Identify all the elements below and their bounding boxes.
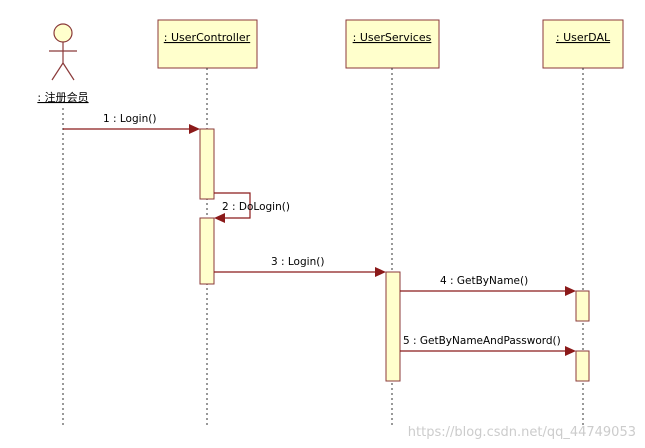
object-box <box>542 19 624 69</box>
object-box <box>345 19 440 69</box>
message-label: 3 : Login() <box>271 256 324 268</box>
actor-member: : 注册会员 <box>37 23 89 104</box>
actor-label: : 注册会员 <box>37 90 88 104</box>
arrowhead <box>565 286 576 296</box>
actor-leg-left <box>51 62 64 81</box>
message-label: 5 : GetByNameAndPassword() <box>403 335 561 347</box>
watermark: https://blog.csdn.net/qq_44749053 <box>408 425 636 440</box>
arrowhead <box>565 346 576 356</box>
activation-userservices <box>385 271 401 382</box>
message-3: 3 : Login() <box>214 256 386 277</box>
object-label: : UserServices <box>353 31 432 44</box>
object-usercontroller: : UserController <box>157 19 258 69</box>
object-label: : UserDAL <box>556 31 611 44</box>
actor-head <box>53 23 73 43</box>
activation-userdal-2 <box>575 350 590 382</box>
activation-usercontroller-1 <box>199 128 215 200</box>
arrowhead <box>214 213 225 223</box>
message-label: 4 : GetByName() <box>440 275 528 287</box>
message-2: 2 : DoLogin() <box>214 192 290 223</box>
object-userservices: : UserServices <box>345 19 440 69</box>
message-label: 2 : DoLogin() <box>222 201 290 213</box>
activation-usercontroller-2 <box>199 217 215 285</box>
message-label: 1 : Login() <box>103 113 156 125</box>
object-box <box>157 19 258 69</box>
object-label: : UserController <box>164 31 251 44</box>
message-4: 4 : GetByName() <box>400 275 576 296</box>
message-5: 5 : GetByNameAndPassword() <box>400 335 576 356</box>
object-userdal: : UserDAL <box>542 19 624 69</box>
arrowhead <box>189 124 200 134</box>
message-line <box>214 192 251 219</box>
activation-userdal-1 <box>575 290 590 322</box>
message-1: 1 : Login() <box>63 113 200 134</box>
arrowhead <box>375 267 386 277</box>
actor-leg-right <box>62 62 75 81</box>
